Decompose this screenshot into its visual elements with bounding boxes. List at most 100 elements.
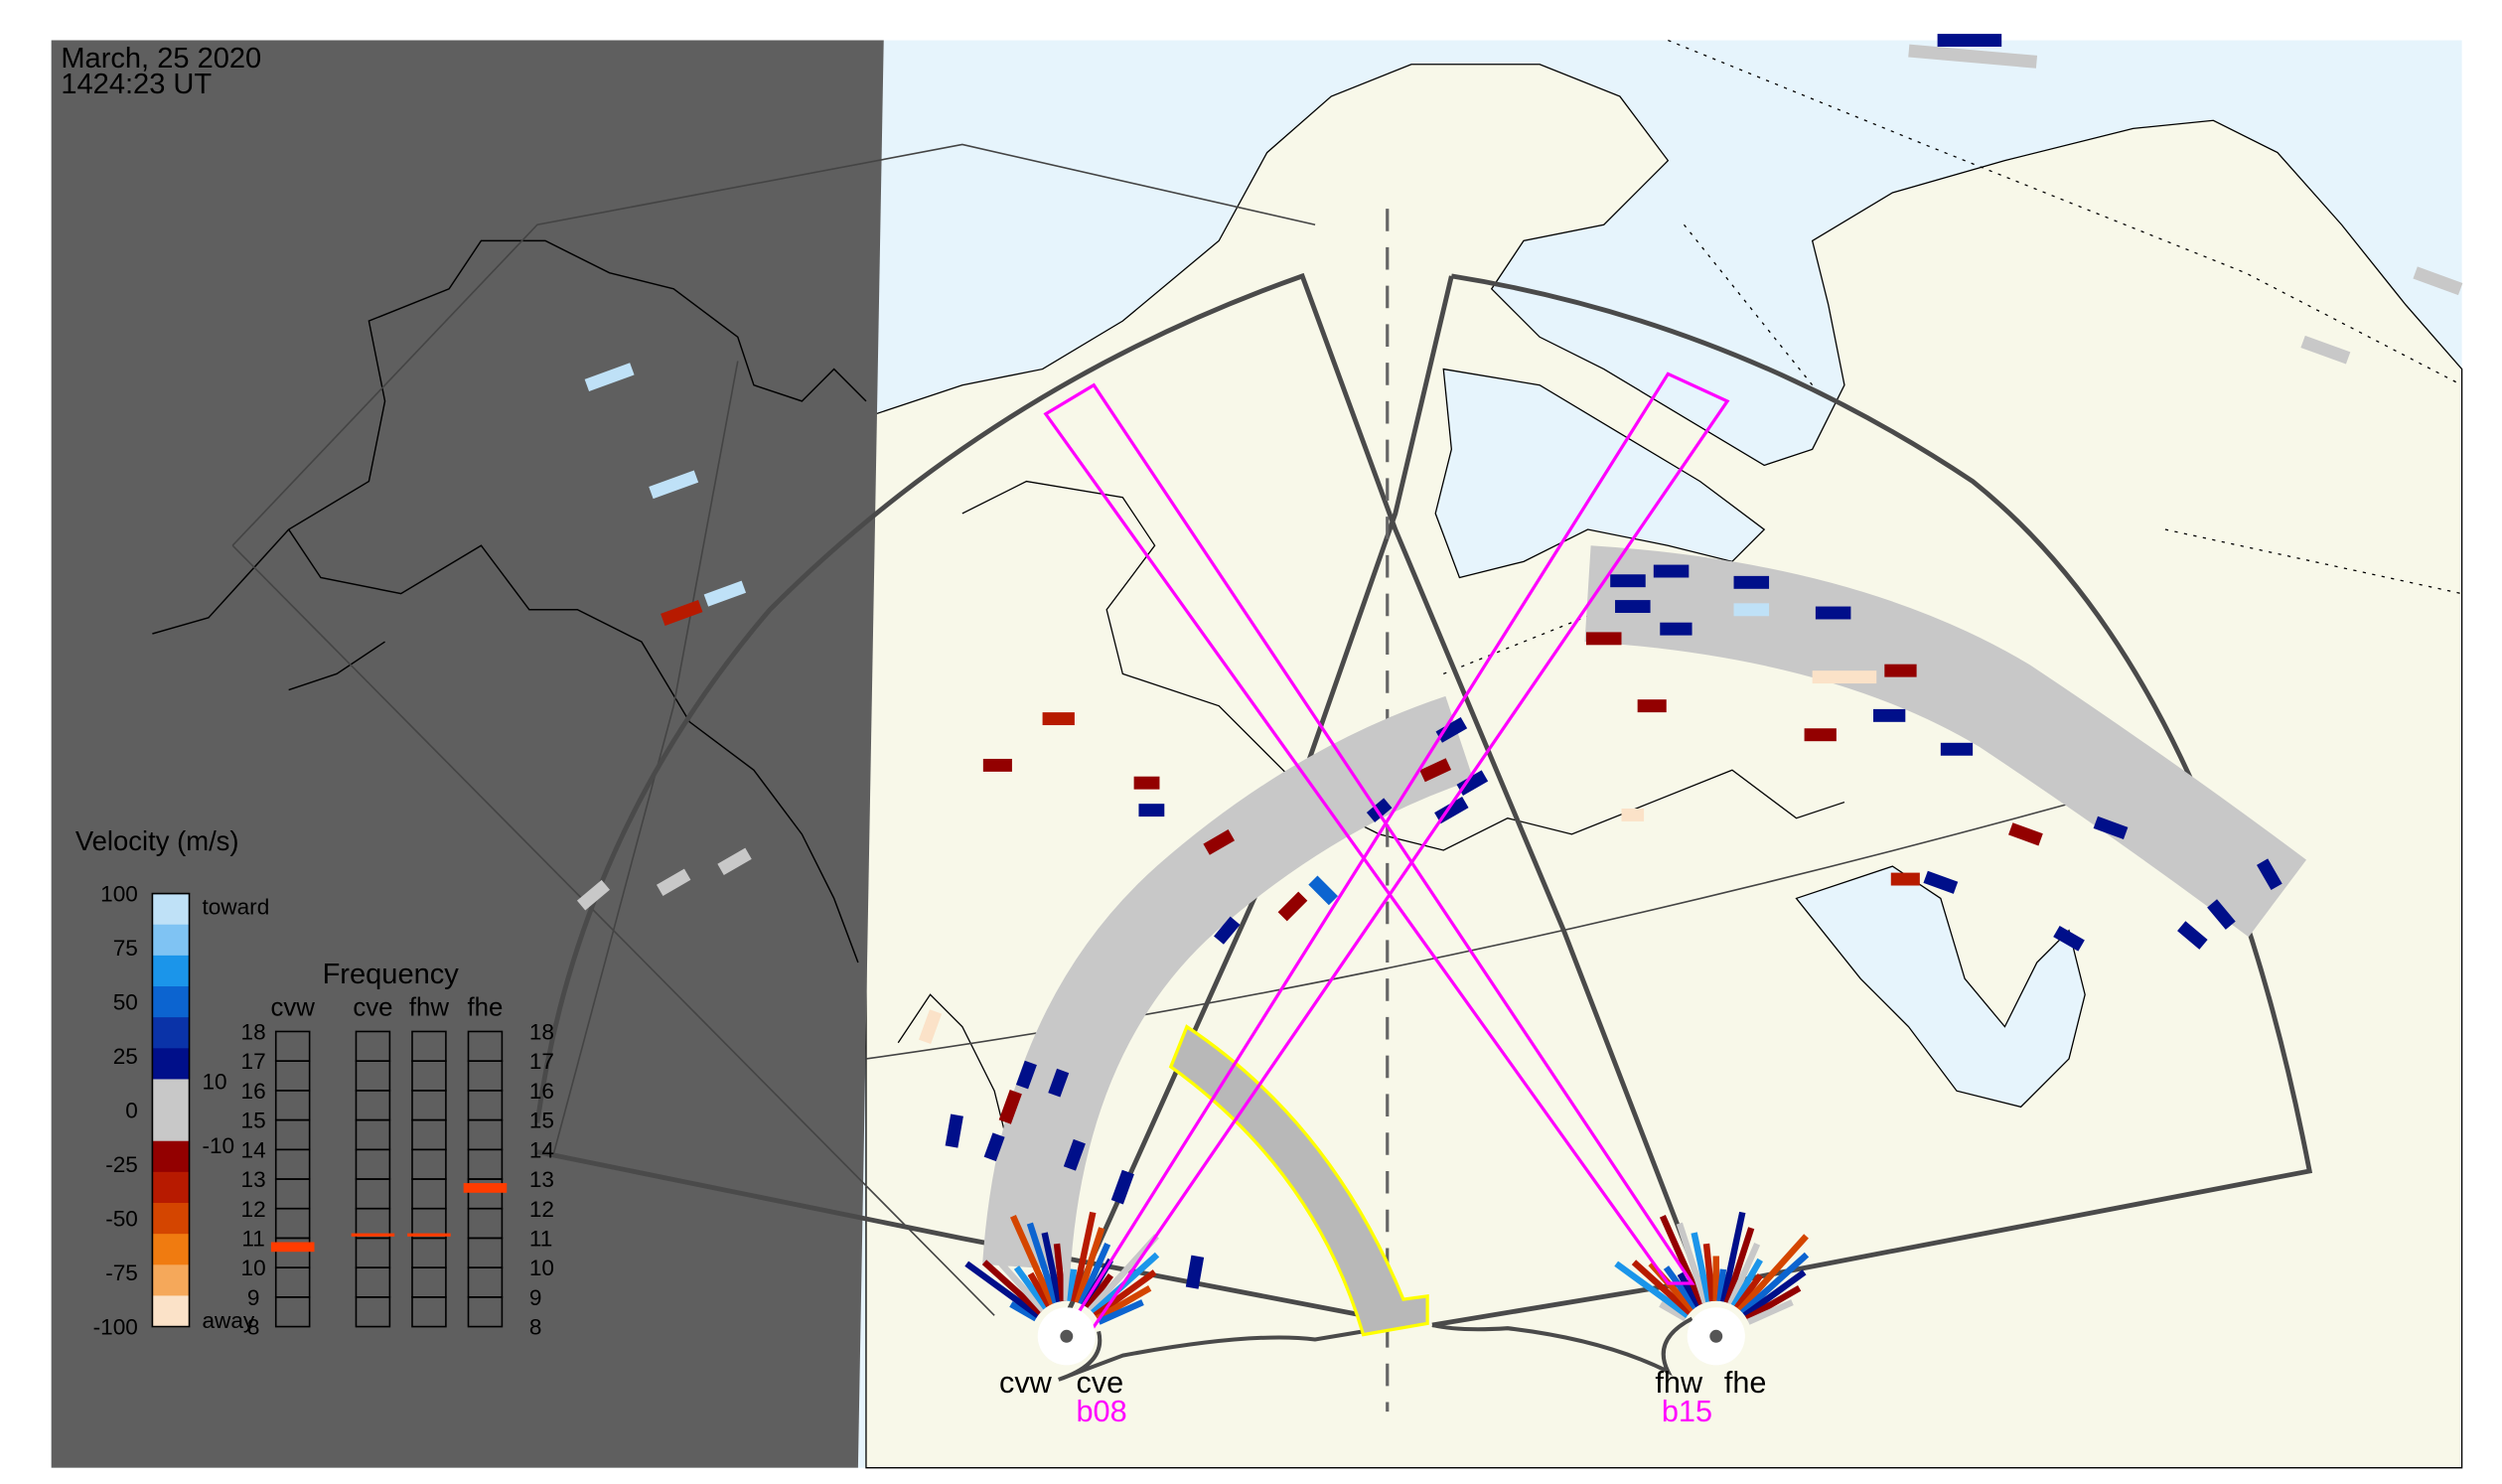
colorbar-frame (151, 892, 191, 1328)
frequency-tick-label: 14 (529, 1137, 554, 1162)
velocity-cell (584, 363, 635, 391)
label-fhe: fhe (1724, 1365, 1767, 1400)
velocity-cell (2093, 816, 2129, 839)
frequency-tick-label: 15 (529, 1109, 554, 1133)
velocity-cell (1277, 891, 1308, 922)
near-range-cell (1013, 1265, 1049, 1310)
velocity-cell (1435, 717, 1468, 743)
scatter-band-fhe (1584, 545, 2307, 938)
velocity-cell (649, 470, 699, 500)
frequency-tick-label: 12 (241, 1197, 266, 1222)
velocity-legend-title: Velocity (m/s) (75, 825, 239, 856)
velocity-cell (983, 1132, 1005, 1162)
velocity-cell (1048, 1068, 1070, 1098)
label-cve: cve (1076, 1365, 1123, 1400)
near-range-cell (964, 1261, 1040, 1318)
label-fhw: fhw (1655, 1365, 1703, 1400)
velocity-cell (982, 758, 1012, 772)
colorbar-segment (152, 1140, 190, 1173)
velocity-cell (576, 879, 610, 911)
velocity-cell (1923, 870, 1959, 894)
velocity-cell (1660, 622, 1693, 636)
velocity-cell (1138, 804, 1165, 817)
velocity-cell (717, 847, 752, 875)
cvw-cve-field-of-view (534, 272, 1702, 1318)
velocity-cell (1366, 798, 1393, 822)
velocity-cell (1937, 34, 2002, 48)
inner-pos-label: 10 (202, 1070, 226, 1095)
frequency-tick-label: 8 (529, 1315, 542, 1340)
velocity-cell (1214, 916, 1241, 945)
velocity-cell (1185, 1255, 1205, 1289)
near-range-cell (1659, 1301, 1688, 1322)
velocity-cell (1873, 708, 1906, 722)
frequency-tick-label: 10 (241, 1256, 266, 1280)
velocity-cell (1890, 872, 1920, 886)
velocity-cell (2257, 858, 2282, 891)
near-range-cell (1716, 1268, 1727, 1302)
frequency-tick-label: 11 (241, 1227, 264, 1252)
velocity-cell (1733, 575, 1770, 589)
velocity-cell (2008, 822, 2043, 846)
near-range-cell (1734, 1272, 1763, 1310)
date-label: March, 25 2020 (61, 43, 261, 74)
inner-neg-label: -10 (202, 1133, 234, 1158)
colorbar-segment (152, 1110, 190, 1142)
velocity-cell (945, 1113, 963, 1148)
frequency-cell (467, 1296, 504, 1328)
label-cvw: cvw (999, 1365, 1053, 1400)
velocity-cell (661, 600, 703, 626)
frequency-cell (411, 1296, 447, 1328)
velocity-cell (1615, 600, 1651, 614)
velocity-tick-label: -75 (105, 1261, 138, 1285)
near-range-cell (1097, 1299, 1144, 1325)
velocity-cell (1308, 875, 1339, 906)
radar-site-loops (1058, 1316, 1693, 1382)
near-range-cell (1041, 1232, 1063, 1303)
velocity-cell (1133, 776, 1160, 790)
velocity-cell (998, 1089, 1022, 1124)
velocity-cell (2207, 899, 2236, 930)
toward-label: toward (202, 895, 269, 920)
frequency-radar-label: fhe (468, 993, 504, 1021)
colorbar-segment (152, 924, 190, 957)
velocity-cell (1815, 606, 1851, 620)
colorbar-segment (152, 986, 190, 1018)
colorbar-segment (152, 1295, 190, 1328)
near-range-cell (1067, 1268, 1078, 1302)
near-range-cell (1631, 1260, 1693, 1315)
frequency-title: Frequency (323, 959, 460, 990)
near-range-cell (1740, 1252, 1810, 1315)
fhw-fhe-radar-dot (1709, 1329, 1723, 1343)
frequency-tick-label: 14 (241, 1137, 266, 1162)
velocity-tick-label: -25 (105, 1152, 138, 1177)
near-range-cell (1071, 1211, 1097, 1303)
velocity-cell (1733, 603, 1770, 617)
frequency-tick-label: 16 (529, 1079, 554, 1104)
frequency-tick-label: 10 (529, 1256, 554, 1280)
colorbar-segment (152, 1048, 190, 1081)
colorbar-segment (152, 1264, 190, 1297)
alaska-coastline (152, 239, 867, 964)
colorbar-segment (152, 1017, 190, 1050)
velocity-tick-label: 75 (113, 936, 138, 961)
velocity-cell (2413, 266, 2463, 296)
frequency-cell (274, 1296, 311, 1328)
beam-b15 (1043, 382, 1695, 1285)
frequency-tick-label: 13 (241, 1167, 266, 1192)
velocity-colorbar (151, 892, 191, 1328)
scatter-band-cve (982, 695, 1474, 1270)
near-range-cell (1027, 1271, 1052, 1308)
near-range-cell (1676, 1222, 1708, 1304)
hudson-bay (1795, 865, 2086, 1109)
frequency-tick-label: 18 (529, 1020, 554, 1045)
velocity-cell (1419, 758, 1452, 783)
near-range-cell (1746, 1299, 1794, 1325)
arctic-channel (1434, 368, 1766, 579)
velocity-cell (1063, 1138, 1086, 1171)
frequency-radar-label: fhw (409, 993, 450, 1021)
near-range-cell (1074, 1227, 1105, 1304)
colorbar-segment (152, 1171, 190, 1204)
